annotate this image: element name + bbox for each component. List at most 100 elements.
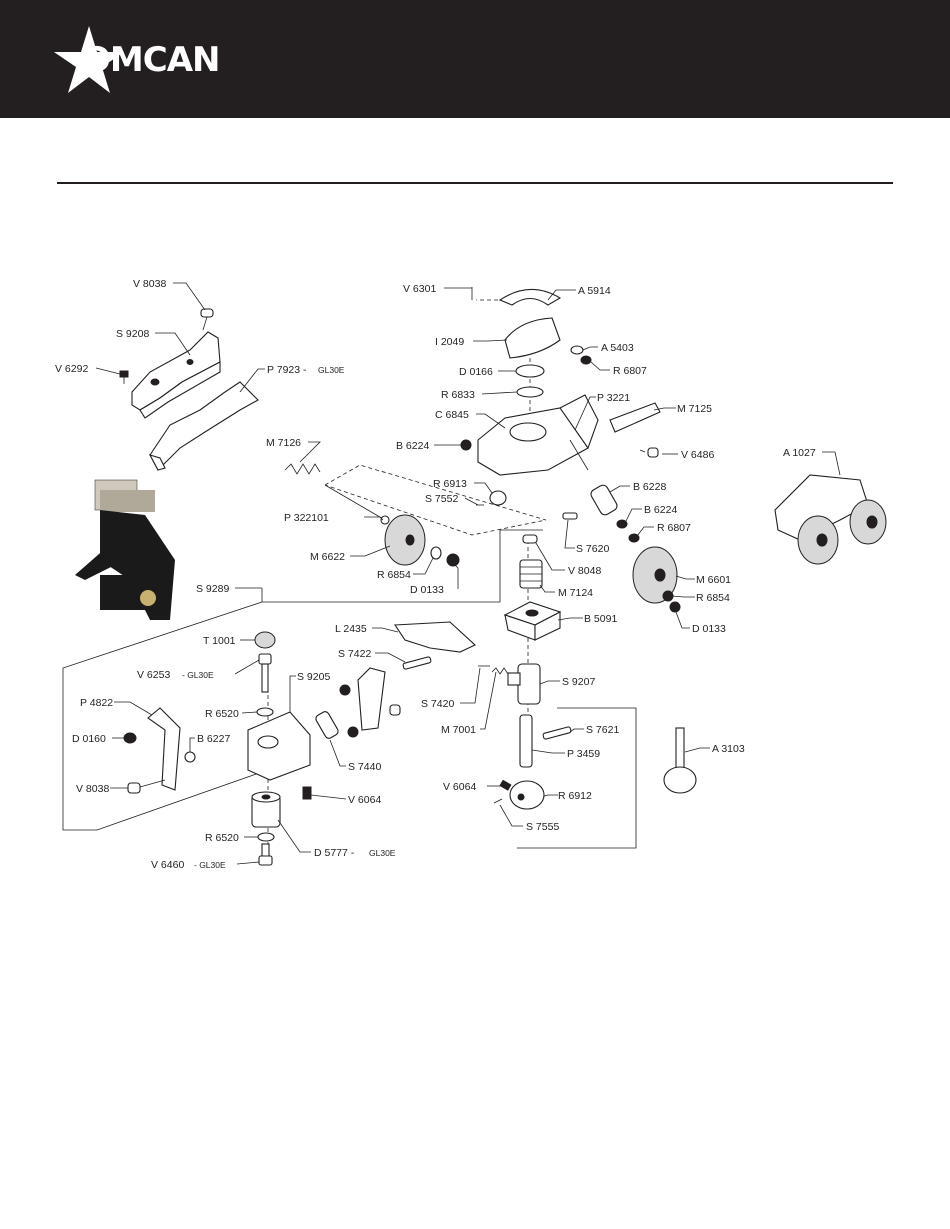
part-label-p322101: P 322101 — [284, 512, 329, 524]
screw-v8048 — [522, 534, 538, 544]
spring-m7124 — [519, 559, 543, 589]
part-label-v6301: V 6301 — [403, 283, 436, 295]
part-label-a5914: A 5914 — [578, 285, 611, 297]
part-label-p3459: P 3459 — [567, 748, 600, 760]
part-label-v8048: V 8048 — [568, 565, 601, 577]
part-label-r6520-bottom: R 6520 — [205, 832, 239, 844]
part-label-s7620: S 7620 — [576, 543, 609, 555]
part-label-r6833: R 6833 — [441, 389, 475, 401]
grinding-wheel-m6622 — [384, 514, 426, 566]
guide-plate-p7923 — [148, 381, 259, 471]
part-label-d0166: D 0166 — [459, 366, 493, 378]
nut-d0160 — [123, 732, 137, 744]
washer-r6807-top — [580, 355, 592, 365]
part-label-s7555: S 7555 — [526, 821, 559, 833]
pin-s7422 — [402, 656, 432, 670]
screw-v8038-bottom — [127, 779, 166, 794]
pin-s7620 — [562, 512, 578, 520]
brand-name: OMCAN — [82, 40, 220, 80]
part-label-d0133-right: D 0133 — [692, 623, 726, 635]
bolt-v6253 — [258, 653, 272, 693]
spring-m7126 — [284, 463, 321, 475]
part-label-s7621: S 7621 — [586, 724, 619, 736]
group-boundary-line — [517, 707, 637, 849]
part-label-d5777-model: GL30E — [369, 848, 396, 858]
nut-d0133-right — [669, 601, 681, 613]
bracket-s7440 — [339, 667, 401, 738]
roller-b6228 — [590, 484, 618, 516]
part-label-p7923: P 7923 - — [267, 364, 307, 376]
washer-r6854-right — [662, 590, 674, 602]
part-label-d5777: D 5777 - — [314, 847, 355, 859]
part-label-r6912: R 6912 — [558, 790, 592, 802]
lever-l2435 — [394, 621, 476, 653]
arm-p4822 — [147, 707, 181, 791]
part-label-r6807-mid: R 6807 — [657, 522, 691, 534]
part-label-m6622: M 6622 — [310, 551, 345, 563]
part-label-s9205: S 9205 — [297, 671, 330, 683]
part-label-m7126: M 7126 — [266, 437, 301, 449]
pin-s7621 — [542, 726, 572, 740]
part-label-l2435: L 2435 — [335, 623, 367, 635]
leader-lines — [95, 282, 841, 865]
part-label-v6460-model: - GL30E — [194, 860, 226, 870]
part-label-a3103: A 3103 — [712, 743, 745, 755]
part-label-r6913: R 6913 — [433, 478, 467, 490]
part-label-v6253: V 6253 — [137, 669, 170, 681]
rod-p3221 — [569, 439, 589, 471]
alignment-dashed-line — [324, 464, 547, 536]
shaft-p3459 — [519, 714, 533, 768]
clip-a5914 — [498, 288, 562, 306]
screw-v8038-top — [200, 308, 214, 331]
bushing-b6224-right — [616, 519, 628, 529]
pin-s7555 — [493, 798, 503, 804]
part-label-p7923-model: GL30E — [318, 365, 345, 375]
part-label-a1027: A 1027 — [783, 447, 816, 459]
part-label-v6253-model: - GL30E — [182, 670, 214, 680]
shaft-p322101 — [324, 484, 390, 525]
part-label-v6486: V 6486 — [681, 449, 714, 461]
washer-a5403 — [570, 345, 584, 355]
part-label-v6064-left: V 6064 — [348, 794, 381, 806]
bolt-v6460 — [258, 843, 273, 866]
screw-v6486 — [639, 447, 659, 458]
part-label-m7125: M 7125 — [677, 403, 712, 415]
part-label-b6228: B 6228 — [633, 481, 666, 493]
housing-c6845 — [477, 394, 599, 476]
part-label-v6292: V 6292 — [55, 363, 88, 375]
part-label-v6460: V 6460 — [151, 859, 184, 871]
header-bar: OMCAN — [0, 0, 950, 118]
plate-m7125 — [609, 402, 661, 433]
tool-photo-s9289 — [75, 479, 175, 620]
part-label-p4822: P 4822 — [80, 697, 113, 709]
part-label-s9289: S 9289 — [196, 583, 229, 595]
part-label-v8038: V 8038 — [133, 278, 166, 290]
cylinder-d5777 — [251, 791, 281, 828]
part-label-r6807: R 6807 — [613, 365, 647, 377]
washer-r6807-mid — [628, 533, 640, 543]
block-s9205 — [247, 711, 311, 781]
part-label-d0160: D 0160 — [72, 733, 106, 745]
part-label-r6520: R 6520 — [205, 708, 239, 720]
part-label-s7552: S 7552 — [425, 493, 458, 505]
part-label-r6854: R 6854 — [377, 569, 411, 581]
part-label-c6845: C 6845 — [435, 409, 469, 421]
group-boundary-line — [261, 529, 543, 603]
part-label-i2049: I 2049 — [435, 336, 464, 348]
header-rule — [57, 182, 893, 184]
part-label-s7420: S 7420 — [421, 698, 454, 710]
part-label-s9208: S 9208 — [116, 328, 149, 340]
group-boundary-line — [62, 601, 263, 831]
washer-r6520-bottom — [257, 832, 275, 842]
ring-r6833 — [516, 386, 544, 398]
brand-star-logo-icon — [54, 26, 124, 93]
part-label-t1001: T 1001 — [203, 635, 236, 647]
part-label-m6601: M 6601 — [696, 574, 731, 586]
pin-s7440 — [315, 711, 339, 739]
bushing-b6224-left — [460, 439, 472, 451]
holder-r6912 — [509, 780, 545, 810]
assembly-a1027 — [774, 474, 887, 565]
part-label-s9207: S 9207 — [562, 676, 595, 688]
part-label-b6227: B 6227 — [197, 733, 230, 745]
